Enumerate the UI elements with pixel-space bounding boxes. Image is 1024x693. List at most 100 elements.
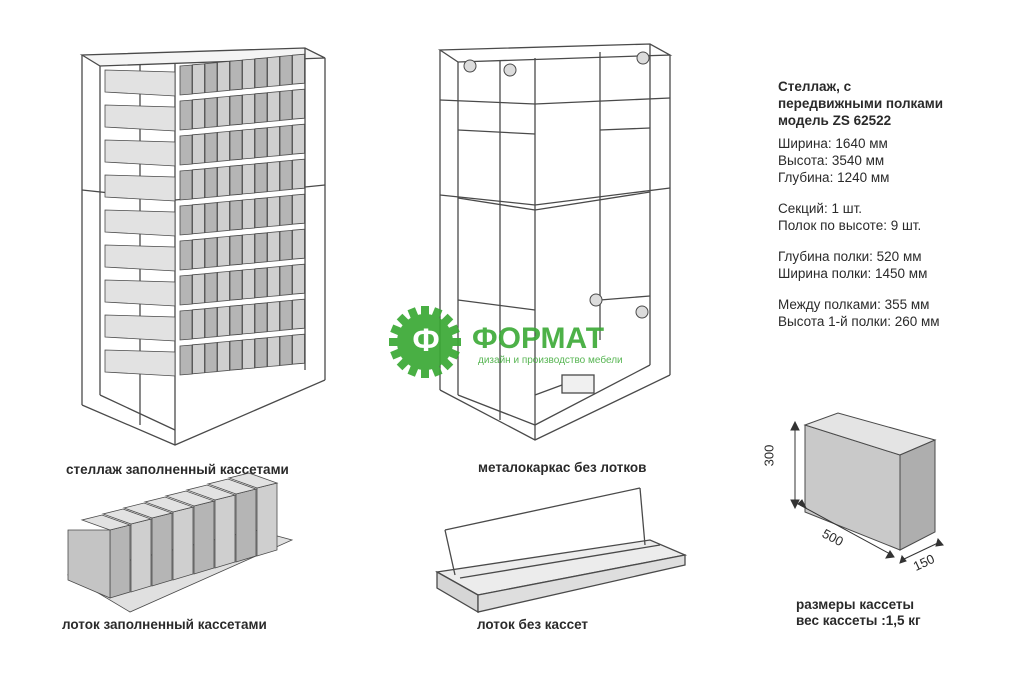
rack-cassette — [204, 237, 218, 269]
rack-cassette — [292, 193, 305, 225]
rack-cassette — [267, 266, 280, 298]
rack-cassette — [267, 231, 280, 263]
rack-cassette — [242, 163, 255, 195]
rack-cassette — [192, 238, 205, 270]
tray-cassette-top — [164, 490, 216, 507]
rack-cassette — [254, 337, 268, 369]
rack-cassette — [179, 274, 193, 306]
rack-cassette — [242, 198, 255, 230]
tray-cassette-front — [67, 529, 111, 599]
rack-cassette — [217, 200, 230, 232]
tray-cassette-top — [227, 472, 279, 489]
spec-height: Высота: 3540 мм — [778, 153, 885, 168]
rack-cassette — [267, 161, 280, 193]
rack-cassette — [179, 204, 193, 236]
rack-cassette — [229, 304, 243, 336]
rack-cassette — [217, 165, 230, 197]
rack-cassette — [242, 268, 255, 300]
tray-cassette-top — [206, 478, 258, 495]
rack-side-cassette — [104, 139, 176, 167]
rack-side-cassette — [104, 69, 176, 97]
rack-cassette — [267, 91, 280, 123]
spec-first-shelf: Высота 1-й полки: 260 мм — [778, 314, 940, 329]
rack-cassette — [292, 263, 305, 295]
spec-title-line: передвижными полками — [778, 96, 944, 111]
rack-cassette — [267, 196, 280, 228]
caption-cassette-size: размеры кассеты — [796, 597, 915, 612]
rack-cassette — [217, 130, 230, 162]
rack-cassette — [229, 94, 243, 126]
gear-tooth — [390, 348, 403, 360]
rack-cassette — [279, 229, 293, 261]
rack-cassette — [292, 228, 305, 260]
rack-cassette — [192, 133, 205, 165]
caption-empty-tray: лоток без кассет — [477, 617, 589, 632]
rack-cassette — [204, 167, 218, 199]
spec-title-line: Стеллаж, с — [778, 79, 852, 94]
rack-cassette — [267, 56, 280, 88]
rack-cassette — [267, 301, 280, 333]
gear-tooth — [407, 307, 419, 320]
rack-cassette — [217, 270, 230, 302]
spec-depth: Глубина: 1240 мм — [778, 170, 890, 185]
rack-cassette — [229, 234, 243, 266]
rack-cassette — [192, 308, 205, 340]
rack-cassette — [279, 89, 293, 121]
logo-tagline: дизайн и производство мебели — [478, 355, 623, 366]
rack-side-cassette — [104, 244, 176, 272]
rack-cassette — [179, 239, 193, 271]
logo-name: ФОРМАТ — [472, 322, 605, 355]
rack-cassette — [229, 164, 243, 196]
rack-cassette — [254, 127, 268, 159]
rack-cassette — [279, 299, 293, 331]
rack-cassette — [179, 134, 193, 166]
spec-shelf-depth: Глубина полки: 520 мм — [778, 249, 922, 264]
cassette-height-label: 300 — [761, 444, 777, 467]
rack-cassette — [217, 305, 230, 337]
gear-tooth — [447, 324, 460, 336]
rack-cassette — [179, 309, 193, 341]
spec-shelf-gap: Между полками: 355 мм — [778, 297, 930, 312]
rack-cassette — [192, 203, 205, 235]
tray-cassette-top — [80, 514, 132, 531]
rack-cassette — [254, 197, 268, 229]
rack-cassette — [267, 126, 280, 158]
rack-side-cassette — [104, 314, 176, 342]
rack-cassette — [254, 92, 268, 124]
rack-cassette — [217, 95, 230, 127]
gear-tooth — [440, 357, 454, 371]
gear-tooth — [396, 313, 410, 327]
rack-cassette — [242, 58, 255, 90]
rack-side-cassette — [104, 209, 176, 237]
rack-cassette — [192, 273, 205, 305]
gear-tooth — [440, 313, 454, 327]
rack-cassette — [204, 62, 218, 94]
tray-cassette-top — [185, 484, 237, 501]
logo-letter: Ф — [412, 322, 440, 358]
spec-sections: Секций: 1 шт. — [778, 201, 863, 216]
tray-cassette-top — [101, 508, 153, 525]
rack-cassette — [217, 60, 230, 92]
spec-width: Ширина: 1640 мм — [778, 136, 888, 151]
rack-cassette — [279, 264, 293, 296]
rack-cassette — [279, 159, 293, 191]
rack-cassette — [179, 64, 193, 96]
rack-cassette — [192, 343, 205, 375]
rack-cassette — [254, 162, 268, 194]
caption-filled-tray: лоток заполненный кассетами — [62, 617, 267, 632]
gear-tooth — [447, 348, 460, 360]
caption-filled-rack: стеллаж заполненный кассетами — [66, 462, 289, 477]
gear-tooth — [421, 306, 429, 316]
rack-cassette — [254, 57, 268, 89]
spec-shelves: Полок по высоте: 9 шт. — [778, 218, 922, 233]
rack-cassette — [229, 59, 243, 91]
rack-cassette — [204, 132, 218, 164]
rack-cassette — [279, 334, 293, 366]
rack-cassette — [292, 88, 305, 120]
rack-side-cassette — [104, 349, 176, 377]
rack-cassette — [229, 199, 243, 231]
